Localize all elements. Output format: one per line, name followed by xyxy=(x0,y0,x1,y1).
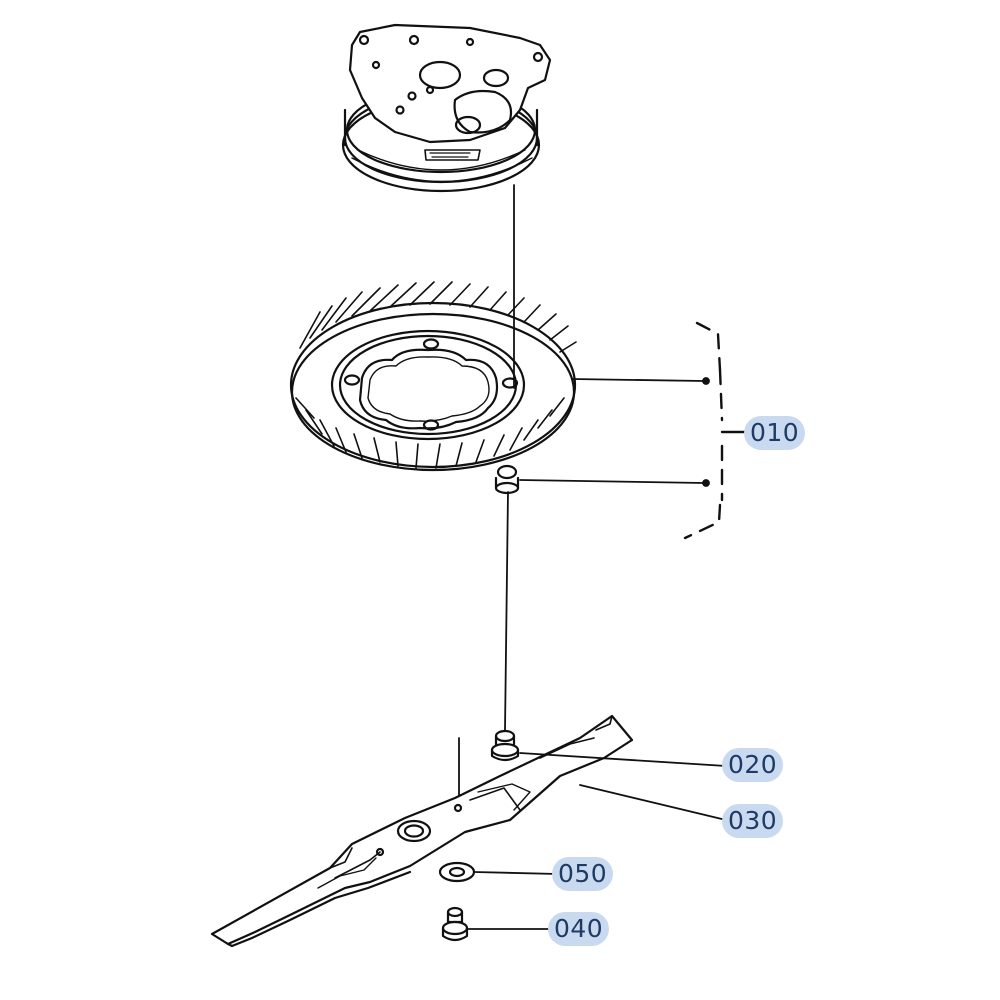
callout-040[interactable]: 040 xyxy=(548,912,610,946)
callout-030[interactable]: 030 xyxy=(722,804,784,838)
callout-010[interactable]: 010 xyxy=(744,416,806,450)
blade-icon xyxy=(210,714,634,948)
bolt-icon xyxy=(441,906,469,942)
group-bracket xyxy=(683,321,746,540)
callout-010-label: 010 xyxy=(750,418,800,447)
callout-030-label: 030 xyxy=(728,806,778,835)
leader-lines xyxy=(458,184,727,930)
callout-050-label: 050 xyxy=(558,859,608,888)
callout-040-label: 040 xyxy=(554,914,604,943)
callout-020[interactable]: 020 xyxy=(722,748,784,782)
washer-icon xyxy=(438,861,476,883)
callout-050[interactable]: 050 xyxy=(552,857,614,891)
fan-ring-icon xyxy=(289,281,577,472)
flange-bolt-icon xyxy=(494,464,520,495)
drive-hub-icon xyxy=(341,23,552,193)
flange-bolt-icon xyxy=(490,729,520,762)
callout-020-label: 020 xyxy=(728,750,778,779)
